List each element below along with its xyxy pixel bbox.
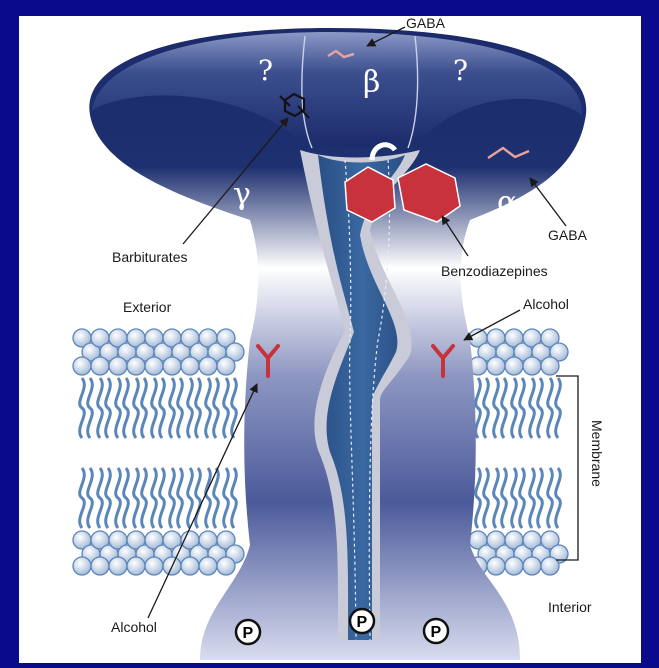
lipid-head	[145, 557, 163, 575]
subunit-alpha-label: α	[497, 185, 517, 220]
svg-text:P: P	[357, 614, 368, 631]
lipid-head	[199, 557, 217, 575]
lipid-head	[181, 557, 199, 575]
lipid-head	[505, 557, 523, 575]
svg-text:P: P	[431, 624, 442, 641]
alcohol-left-label: Alcohol	[111, 619, 157, 635]
exterior-label: Exterior	[123, 299, 172, 315]
gaba-right-label: GABA	[548, 227, 588, 243]
lipid-head	[91, 357, 109, 375]
subunit-unknown-right-label: ?	[453, 54, 468, 87]
gaba-top-label: GABA	[406, 15, 446, 31]
lipid-head	[73, 357, 91, 375]
lipid-head	[541, 357, 559, 375]
subunit-unknown-left-label: ?	[258, 54, 273, 87]
barbiturates-label: Barbiturates	[112, 249, 187, 265]
lipid-head	[487, 357, 505, 375]
lipid-head	[127, 557, 145, 575]
svg-text:P: P	[243, 625, 254, 642]
lipid-head	[145, 357, 163, 375]
lipid-head	[163, 357, 181, 375]
alcohol-right-label: Alcohol	[523, 296, 569, 312]
lipid-head	[487, 557, 505, 575]
benzodiazepines-label: Benzodiazepines	[441, 263, 548, 279]
lipid-head	[109, 357, 127, 375]
phosphate-icon: P	[236, 620, 260, 644]
lipid-head	[199, 357, 217, 375]
lipid-head	[73, 557, 91, 575]
lipid-head	[127, 357, 145, 375]
lipid-head	[91, 557, 109, 575]
lipid-head	[217, 357, 235, 375]
lipid-head	[217, 557, 235, 575]
membrane-label: Membrane	[589, 420, 605, 487]
lipid-head	[109, 557, 127, 575]
lipid-head	[523, 357, 541, 375]
lipid-head	[523, 557, 541, 575]
lipid-head	[181, 357, 199, 375]
subunit-beta-label: β	[363, 65, 380, 100]
phosphate-icon: P	[350, 609, 374, 633]
phosphate-icon: P	[424, 619, 448, 643]
lipid-head	[505, 357, 523, 375]
subunit-gamma-label: γ	[233, 177, 251, 212]
interior-label: Interior	[548, 599, 592, 615]
